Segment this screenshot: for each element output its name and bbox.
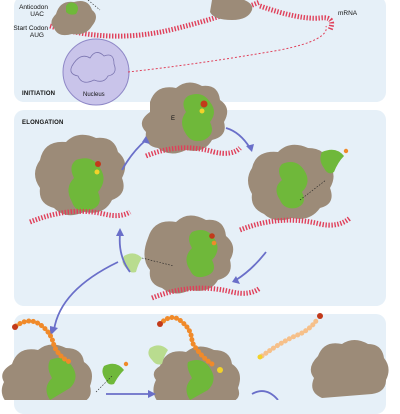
released-peptide-end — [317, 313, 323, 319]
ribosome-right — [248, 144, 349, 221]
label-start-codon-seq: AUG — [29, 32, 44, 39]
mrna-strand-left — [29, 208, 132, 225]
translation-diagram — [1, 0, 389, 400]
ribosome-bottom — [122, 215, 234, 294]
connector-arrow — [53, 261, 119, 331]
connector-arrowhead — [50, 326, 58, 336]
label-anticodon: Anticodon — [19, 4, 48, 11]
mrna-strand-bottom — [151, 285, 262, 301]
ribosome-upper-right — [210, 0, 253, 20]
pointer-line-termination — [95, 375, 113, 393]
cycle-arrowheads — [116, 136, 254, 284]
mrna-strand-dotted — [127, 25, 327, 73]
pointer-line-bottom — [141, 257, 175, 267]
mrna-strand-top — [145, 145, 242, 159]
peptide-chain-middle — [157, 315, 215, 367]
label-start-codon: Start Codon — [13, 25, 48, 32]
ribosome-termination-left — [1, 344, 129, 400]
label-nucleus: Nucleus — [83, 92, 105, 98]
ribosome-top — [141, 82, 228, 154]
label-mrna: mRNA — [338, 10, 358, 17]
released-peptide — [259, 315, 321, 359]
peptide-end-left — [12, 324, 18, 330]
label-anticodon-seq: UAC — [30, 11, 44, 18]
label-initiation: INITIATION — [22, 91, 56, 97]
label-elongation: ELONGATION — [22, 120, 64, 126]
released-peptide-tip — [257, 354, 263, 360]
ribosome-initiation — [51, 1, 96, 36]
peptide-chain-left — [13, 318, 73, 365]
ribosome-left — [35, 134, 126, 216]
ribosome-termination-middle — [148, 345, 240, 400]
ribosome-dissociated — [310, 340, 389, 398]
mrna-strand-initiation — [49, 0, 335, 39]
pointer-line — [87, 0, 101, 11]
mrna-strand-right — [239, 216, 352, 233]
termination-arrows — [106, 390, 279, 400]
label-e-site: E — [171, 116, 176, 122]
peptide-end-middle — [157, 321, 163, 327]
termination-arrowhead — [148, 390, 156, 398]
pointer-line-right — [299, 179, 327, 201]
